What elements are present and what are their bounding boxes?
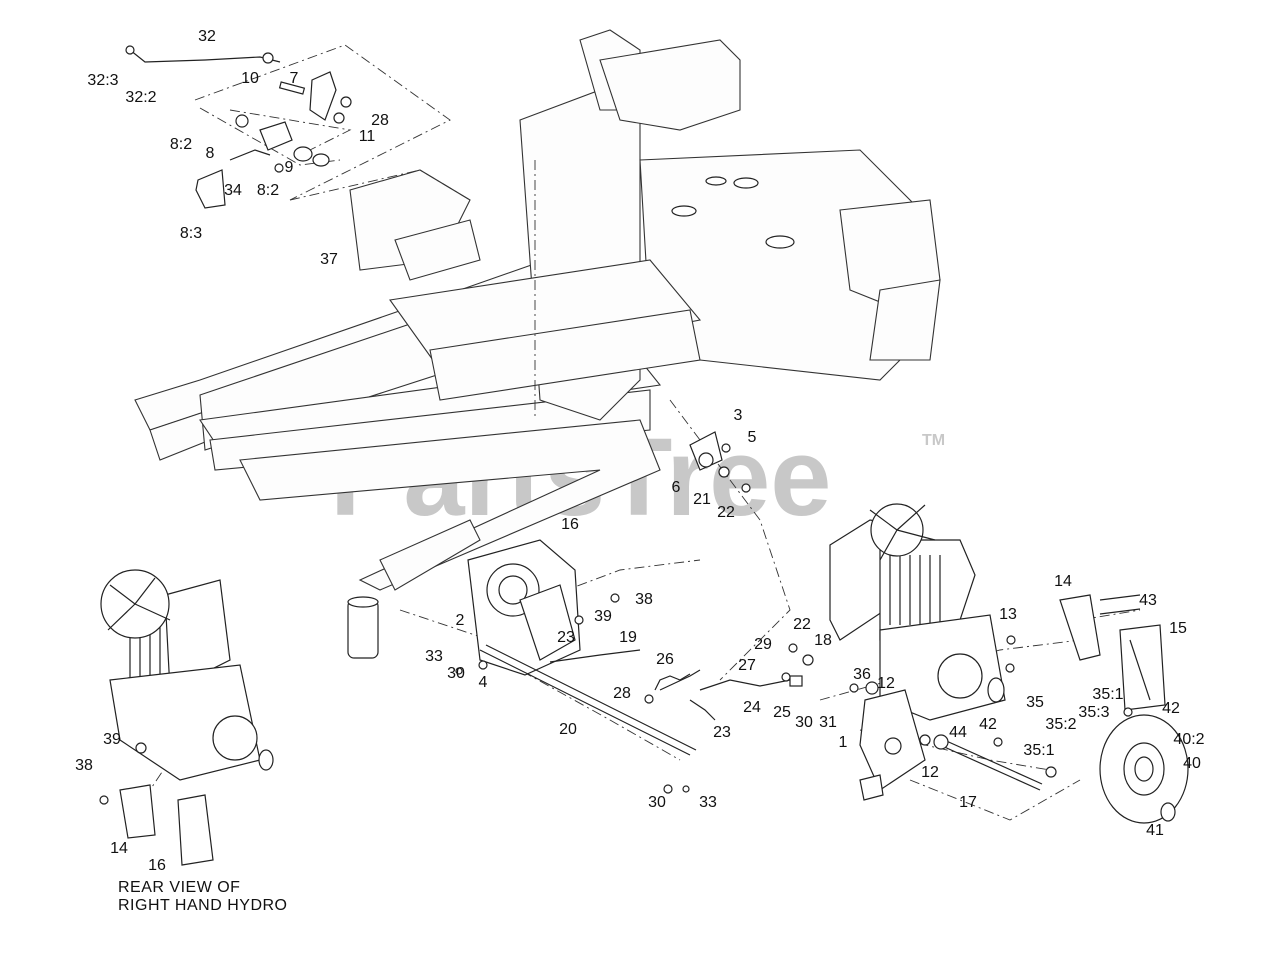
callout-c38b[interactable]: 38 xyxy=(75,757,93,774)
callout-c10[interactable]: 10 xyxy=(241,70,259,87)
callout-c29[interactable]: 29 xyxy=(754,636,772,653)
callout-c43[interactable]: 43 xyxy=(1139,592,1157,609)
callout-c23a[interactable]: 23 xyxy=(557,629,575,646)
callout-c12a[interactable]: 12 xyxy=(877,675,895,692)
callout-c34[interactable]: 34 xyxy=(224,182,242,199)
rear-view-caption: REAR VIEW OF RIGHT HAND HYDRO xyxy=(118,879,288,915)
callout-c23b[interactable]: 23 xyxy=(713,724,731,741)
callout-c40-2[interactable]: 40:2 xyxy=(1173,731,1204,748)
callout-c28b[interactable]: 28 xyxy=(613,685,631,702)
callout-c30b[interactable]: 30 xyxy=(795,714,813,731)
callout-c35-1a[interactable]: 35:1 xyxy=(1092,686,1123,703)
callout-c11[interactable]: 11 xyxy=(359,128,376,145)
callout-c2[interactable]: 2 xyxy=(456,612,465,629)
callout-c16b[interactable]: 16 xyxy=(148,857,166,874)
callout-c35-3[interactable]: 35:3 xyxy=(1078,704,1109,721)
callout-c35-1b[interactable]: 35:1 xyxy=(1023,742,1054,759)
callout-c17[interactable]: 17 xyxy=(959,794,977,811)
callout-c32-3[interactable]: 32:3 xyxy=(87,72,118,89)
callout-c38a[interactable]: 38 xyxy=(635,591,653,608)
callout-c4[interactable]: 4 xyxy=(479,674,488,691)
callout-c14b[interactable]: 14 xyxy=(110,840,128,857)
callout-c8-2b[interactable]: 8:2 xyxy=(257,182,279,199)
callout-c24[interactable]: 24 xyxy=(743,699,761,716)
control-linkage xyxy=(125,45,352,209)
callout-c44[interactable]: 44 xyxy=(949,724,967,741)
callout-c18[interactable]: 18 xyxy=(814,632,832,649)
callout-c8-2a[interactable]: 8:2 xyxy=(170,136,192,153)
callout-c7[interactable]: 7 xyxy=(290,70,299,87)
callout-c19[interactable]: 19 xyxy=(619,629,637,646)
callout-c28a[interactable]: 28 xyxy=(371,112,389,129)
callout-c13[interactable]: 13 xyxy=(999,606,1017,623)
callout-c8-3[interactable]: 8:3 xyxy=(180,225,202,242)
callout-c31[interactable]: 31 xyxy=(819,714,837,731)
callout-c16a[interactable]: 16 xyxy=(561,516,579,533)
callout-c20[interactable]: 20 xyxy=(559,721,577,738)
right-hydro-transmission xyxy=(829,503,1189,824)
callout-c9[interactable]: 9 xyxy=(285,159,294,176)
watermark-trademark: TM xyxy=(922,432,945,449)
callout-c1[interactable]: 1 xyxy=(839,734,848,751)
caption-line-1: REAR VIEW OF xyxy=(118,879,241,896)
callout-c3[interactable]: 3 xyxy=(734,407,743,424)
callout-c39b[interactable]: 39 xyxy=(103,731,121,748)
callout-c32-2[interactable]: 32:2 xyxy=(125,89,156,106)
callout-c40[interactable]: 40 xyxy=(1183,755,1201,772)
callout-c14a[interactable]: 14 xyxy=(1054,573,1072,590)
chassis-frame xyxy=(134,29,941,659)
caption-line-2: RIGHT HAND HYDRO xyxy=(118,897,288,914)
callout-c36[interactable]: 36 xyxy=(853,666,871,683)
callout-c27[interactable]: 27 xyxy=(738,657,756,674)
callout-c35-2[interactable]: 35:2 xyxy=(1045,716,1076,733)
callout-c26[interactable]: 26 xyxy=(656,651,674,668)
callout-c41[interactable]: 41 xyxy=(1146,822,1164,839)
callout-c12b[interactable]: 12 xyxy=(921,764,939,781)
control-housing xyxy=(455,431,814,794)
callout-c22a[interactable]: 22 xyxy=(717,504,735,521)
callout-c42a[interactable]: 42 xyxy=(1162,700,1180,717)
callout-c6[interactable]: 6 xyxy=(672,479,681,496)
callout-c22b[interactable]: 22 xyxy=(793,616,811,633)
rear-view-hydro xyxy=(99,569,274,866)
callout-c35[interactable]: 35 xyxy=(1026,694,1044,711)
callout-c37[interactable]: 37 xyxy=(320,251,338,268)
callout-c25[interactable]: 25 xyxy=(773,704,791,721)
callout-c5[interactable]: 5 xyxy=(748,429,757,446)
callout-c21[interactable]: 21 xyxy=(693,491,711,508)
callout-c30a[interactable]: 30 xyxy=(447,665,465,682)
callout-c33a[interactable]: 33 xyxy=(425,648,443,665)
callout-c15[interactable]: 15 xyxy=(1169,620,1187,637)
callout-c39a[interactable]: 39 xyxy=(594,608,612,625)
callout-c33b[interactable]: 33 xyxy=(699,794,717,811)
callout-c8[interactable]: 8 xyxy=(206,145,215,162)
callout-c42b[interactable]: 42 xyxy=(979,716,997,733)
callout-c30c[interactable]: 30 xyxy=(648,794,666,811)
callout-c32[interactable]: 32 xyxy=(198,28,216,45)
